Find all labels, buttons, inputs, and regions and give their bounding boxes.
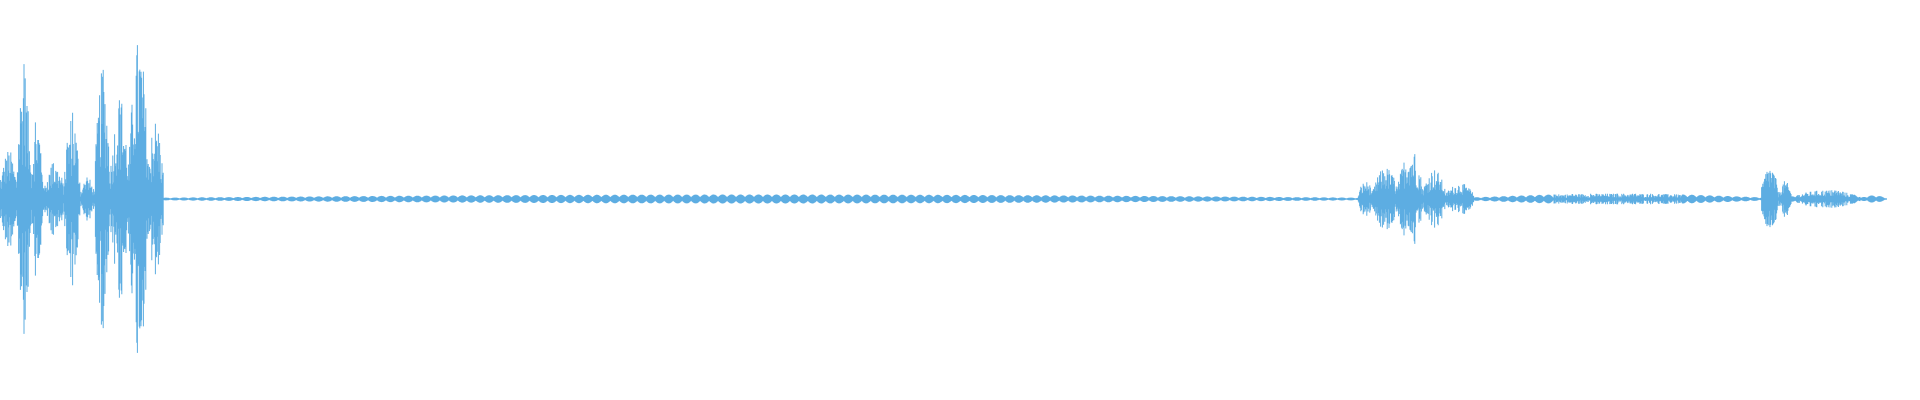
waveform-series: [0, 45, 1887, 353]
